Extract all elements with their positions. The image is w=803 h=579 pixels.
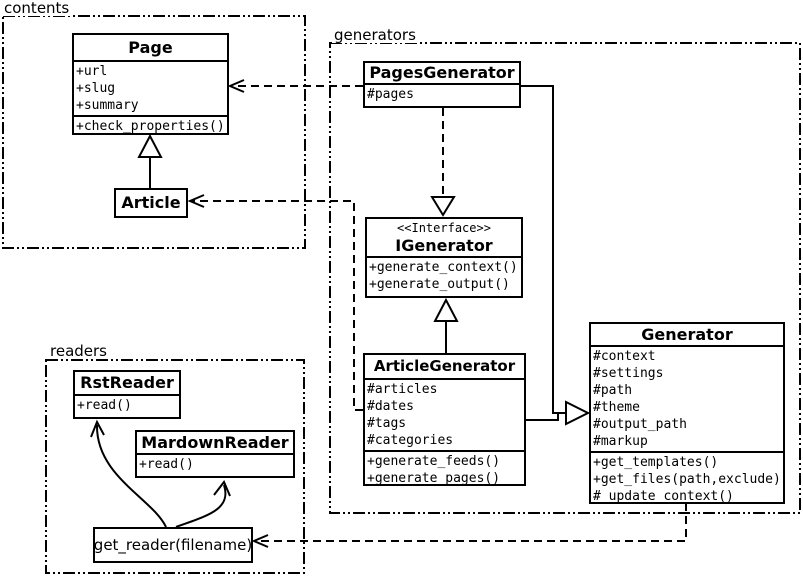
arrow-getreader-to-mardownreader bbox=[175, 480, 231, 528]
class-article-title: Article bbox=[121, 193, 181, 212]
attribute: #categories bbox=[367, 433, 454, 448]
class-article[interactable]: Article bbox=[114, 188, 188, 218]
class-articlegenerator-title: ArticleGenerator bbox=[373, 357, 516, 375]
class-generator[interactable]: Generator #context #settings #path #them… bbox=[589, 322, 785, 504]
package-border-readers bbox=[45, 359, 305, 574]
attribute: +url bbox=[76, 64, 108, 79]
class-igenerator-header: <<Interface>> IGenerator bbox=[367, 219, 521, 256]
arrow-getreader-to-rstreader bbox=[90, 419, 167, 528]
method: +generate_output() bbox=[369, 277, 510, 292]
class-rstreader-title: RstReader bbox=[80, 373, 174, 392]
class-pagesgenerator[interactable]: PagesGenerator #pages bbox=[363, 61, 521, 108]
method: +read() bbox=[77, 398, 132, 413]
attribute: #articles bbox=[367, 382, 438, 397]
class-generator-attributes: #context #settings #path #theme #output_… bbox=[591, 345, 783, 451]
attribute: +summary bbox=[76, 98, 139, 113]
class-igenerator[interactable]: <<Interface>> IGenerator +generate_conte… bbox=[365, 217, 523, 298]
method: #_update_context() bbox=[593, 489, 734, 504]
package-border-contents bbox=[2, 15, 306, 249]
class-page-methods: +check_properties() bbox=[74, 115, 227, 134]
realization-pagesgenerator-to-igenerator bbox=[430, 108, 456, 217]
class-generator-title: Generator bbox=[641, 325, 733, 344]
attribute: #context bbox=[593, 349, 656, 364]
class-generator-methods: +get_templates() +get_files(path,exclude… bbox=[591, 451, 783, 504]
package-border-generators bbox=[329, 42, 801, 514]
package-label-contents: contents bbox=[2, 0, 72, 17]
class-mardownreader[interactable]: MardownReader +read() bbox=[135, 430, 295, 478]
class-rstreader[interactable]: RstReader +read() bbox=[73, 370, 181, 419]
generalization-article-to-page bbox=[137, 133, 163, 188]
class-mardownreader-title: MardownReader bbox=[141, 433, 289, 452]
attribute: #output_path bbox=[593, 417, 687, 432]
class-mardownreader-methods: +read() bbox=[137, 453, 293, 474]
method: +get_templates() bbox=[593, 455, 719, 470]
method: +get_files(path,exclude) bbox=[593, 472, 781, 487]
method: +read() bbox=[139, 457, 194, 472]
package-label-generators: generators bbox=[332, 26, 418, 44]
class-page[interactable]: Page +url +slug +summary +check_properti… bbox=[72, 33, 229, 135]
function-get-reader[interactable]: get_reader(filename) bbox=[93, 527, 253, 563]
class-pagesgenerator-title: PagesGenerator bbox=[369, 63, 515, 82]
class-page-attributes: +url +slug +summary bbox=[74, 60, 227, 115]
stereotype-interface: <<Interface>> bbox=[397, 221, 491, 235]
class-pagesgenerator-attributes: #pages bbox=[365, 83, 519, 104]
method: +check_properties() bbox=[76, 119, 225, 134]
class-articlegenerator-methods: +generate_feeds() +generate_pages() bbox=[365, 450, 524, 486]
generalization-articlegenerator-to-igenerator bbox=[433, 297, 459, 353]
dependency-pagesgenerator-to-page bbox=[227, 79, 363, 93]
dependency-articlegenerator-to-article bbox=[187, 194, 363, 411]
class-articlegenerator[interactable]: ArticleGenerator #articles #dates #tags … bbox=[363, 353, 526, 486]
method: +generate_feeds() bbox=[367, 454, 501, 469]
attribute: #tags bbox=[367, 416, 407, 431]
attribute: #dates bbox=[367, 399, 414, 414]
class-igenerator-methods: +generate_context() +generate_output() bbox=[367, 256, 521, 294]
class-page-title: Page bbox=[128, 38, 173, 57]
generalization-generators-to-generator bbox=[521, 85, 591, 426]
method: +generate_pages() bbox=[367, 471, 501, 486]
package-label-readers: readers bbox=[48, 342, 109, 360]
function-get-reader-label: get_reader(filename) bbox=[93, 536, 253, 554]
attribute: #path bbox=[593, 383, 633, 398]
class-rstreader-methods: +read() bbox=[75, 394, 179, 415]
attribute: #theme bbox=[593, 400, 640, 415]
class-igenerator-title: IGenerator bbox=[395, 236, 493, 255]
class-articlegenerator-attributes: #articles #dates #tags #categories bbox=[365, 378, 524, 450]
method: +generate_context() bbox=[369, 260, 518, 275]
attribute: #pages bbox=[367, 87, 414, 102]
attribute: +slug bbox=[76, 81, 116, 96]
dependency-generator-to-getreader bbox=[251, 503, 687, 548]
attribute: #settings bbox=[593, 366, 664, 381]
attribute: #markup bbox=[593, 434, 648, 449]
